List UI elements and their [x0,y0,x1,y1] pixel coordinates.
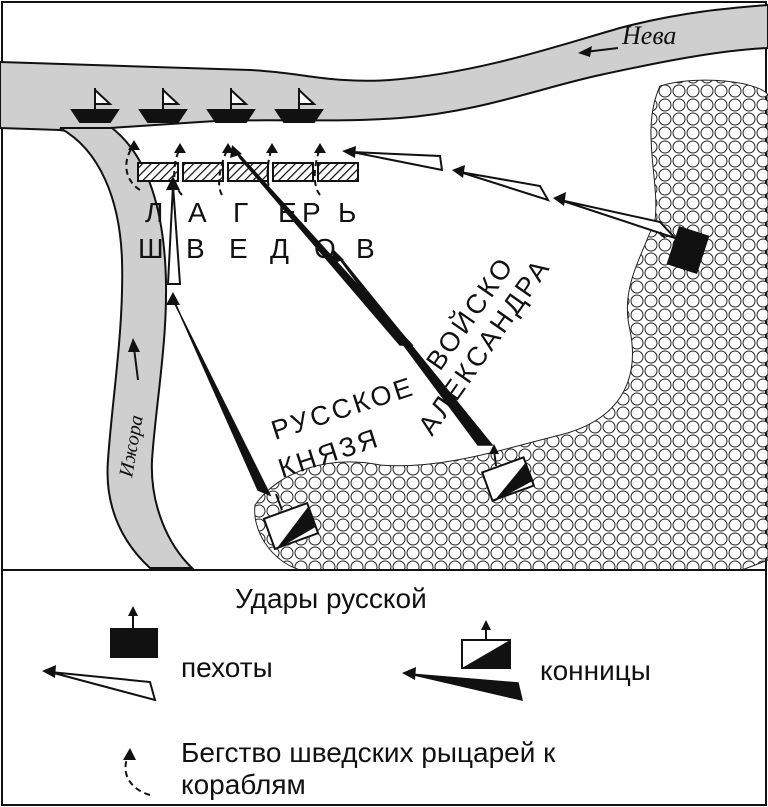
infantry-unit [659,226,710,274]
camp-letter: Л [145,197,163,228]
cavalry-unit [480,444,536,503]
neva-label: Нева [621,21,676,50]
swedish-camp [137,162,359,182]
cavalry-unit [262,493,320,551]
legend-infantry-symbol [110,606,158,658]
camp-letter: Р [302,197,321,228]
izhora-flow-arrow [128,338,140,381]
camp-letter: В [186,233,205,264]
cavalry-strikes [172,149,494,497]
infantry-strikes [166,151,676,285]
neva-flow-arrow [578,46,619,57]
legend-title: Удары русской [235,583,427,614]
ship-icon [206,87,256,123]
camp-letter: Д [270,233,289,264]
ship-icon [274,87,324,123]
legend-cavalry-strike [402,667,524,702]
camp-letter: Е [229,233,248,264]
infantry-arrowheads [166,146,566,206]
camp-letter: Ш [138,233,164,264]
legend-infantry-strike [42,665,157,702]
swedish-ships [70,87,324,123]
camp-letter: В [356,233,375,264]
camp-letter: А [188,197,207,228]
camp-letter: Ь [338,197,356,228]
legend-cavalry-label: конницы [540,655,651,686]
izhora-river [59,127,195,569]
neva-river [0,3,768,132]
legend-infantry-label: пехоты [181,652,273,683]
legend-retreat-label: Бегство шведских рыцарей к кораблям [181,737,556,800]
retreat-arrowheads [128,140,326,153]
ship-icon [138,87,188,123]
camp-letter: Г [233,197,248,228]
cavalry-arrowheads [166,145,344,305]
legend-retreat-symbol [123,748,151,796]
ship-icon [70,87,120,123]
legend-cavalry-symbol [461,620,511,669]
